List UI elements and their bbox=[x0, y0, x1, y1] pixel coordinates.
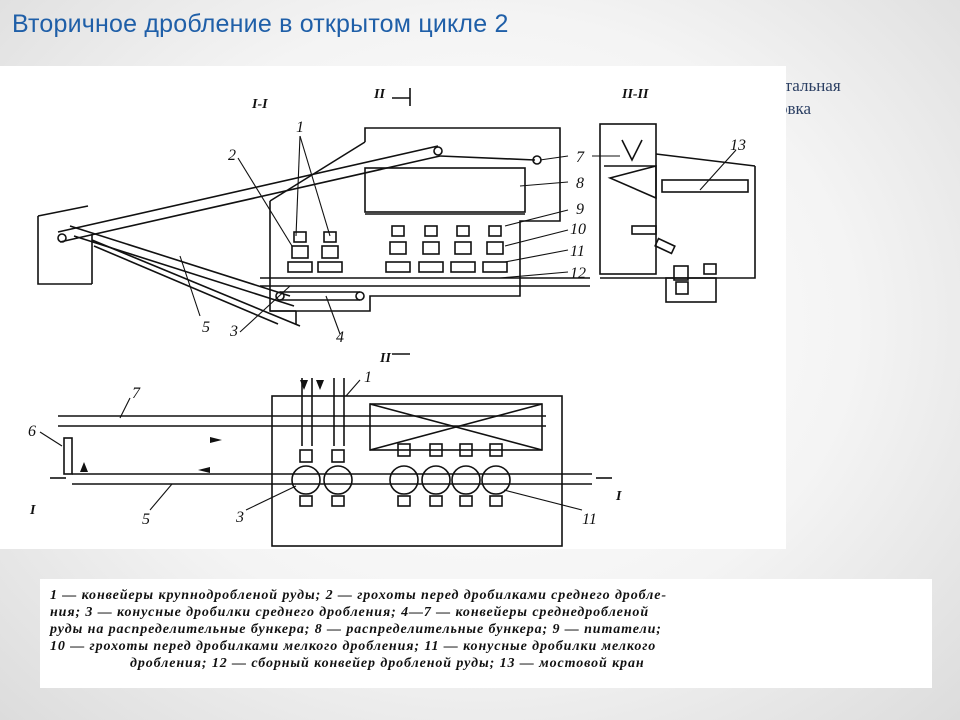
leader-lines bbox=[39, 135, 737, 511]
caption-line-1: 1 — конвейеры крупнодробленой руды; 2 — … bbox=[50, 588, 667, 603]
conveyor-1-upper bbox=[57, 145, 439, 233]
callout-13: 13 bbox=[730, 137, 746, 154]
plan-building-outline bbox=[271, 395, 563, 547]
slide-title: Вторичное дробление в открытом цикле 2 bbox=[12, 10, 509, 38]
crusher-units-plan bbox=[291, 443, 511, 507]
conveyor-5-inclined bbox=[69, 225, 291, 297]
callout-12: 12 bbox=[570, 265, 586, 282]
section-label-i-left: I bbox=[29, 503, 36, 518]
cross-section-frame bbox=[599, 123, 657, 275]
building-outline bbox=[269, 127, 561, 312]
callout-plan-1: 1 bbox=[364, 369, 372, 386]
plan-view bbox=[50, 88, 612, 547]
caption-line-3: руды на распределительные бункера; 8 — р… bbox=[50, 622, 662, 637]
caption-line-5: дробления; 12 — сборный конвейер дроблен… bbox=[130, 656, 645, 671]
callout-5: 5 bbox=[202, 319, 210, 336]
plan-bin bbox=[369, 403, 543, 451]
left-housing bbox=[37, 216, 92, 285]
conveyor-7-top bbox=[439, 155, 536, 161]
callout-4: 4 bbox=[336, 329, 344, 346]
callout-11: 11 bbox=[570, 243, 585, 260]
section-label-ii-ii: II-II bbox=[621, 87, 649, 102]
legend-caption: 1 — конвейеры крупнодробленой руды; 2 — … bbox=[40, 579, 932, 688]
callout-plan-5: 5 bbox=[142, 511, 150, 528]
technical-drawing: I-I II II-II II I I 1 2 3 4 5 6 7 8 9 10… bbox=[0, 66, 786, 549]
callout-9: 9 bbox=[576, 201, 584, 218]
transfer-point-6 bbox=[63, 437, 73, 475]
section-label-ii-plan: II bbox=[379, 351, 391, 366]
callout-plan-7: 7 bbox=[132, 385, 141, 402]
section-ii-ii bbox=[599, 123, 756, 303]
callout-plan-11: 11 bbox=[582, 511, 597, 528]
bridge-crane bbox=[661, 179, 749, 193]
callout-6: 6 bbox=[28, 423, 36, 440]
diagram-labels: I-I II II-II II I I 1 2 3 4 5 6 7 8 9 10… bbox=[28, 87, 746, 528]
callout-1: 1 bbox=[296, 119, 304, 136]
section-label-ii-top: II bbox=[373, 87, 385, 102]
callout-2: 2 bbox=[228, 147, 236, 164]
caption-line-2: ния; 3 — конусные дробилки среднего дроб… bbox=[50, 605, 650, 620]
crusher-units-elevation bbox=[287, 225, 508, 273]
section-label-i-right: I bbox=[615, 489, 622, 504]
callout-plan-3: 3 bbox=[235, 509, 244, 526]
crushing-plant-drawing: I-I II II-II II I I 1 2 3 4 5 6 7 8 9 10… bbox=[28, 87, 756, 547]
callout-10: 10 bbox=[570, 221, 586, 238]
callout-8: 8 bbox=[576, 175, 584, 192]
callout-7: 7 bbox=[576, 149, 585, 166]
flow-arrows bbox=[80, 380, 324, 473]
section-i-i-elevation bbox=[37, 127, 590, 327]
callout-3: 3 bbox=[229, 323, 238, 340]
section-label-i-i: I-I bbox=[251, 97, 268, 112]
distribution-bin bbox=[364, 167, 526, 213]
caption-line-4: 10 — грохоты перед дробилками мелкого др… bbox=[50, 639, 657, 654]
